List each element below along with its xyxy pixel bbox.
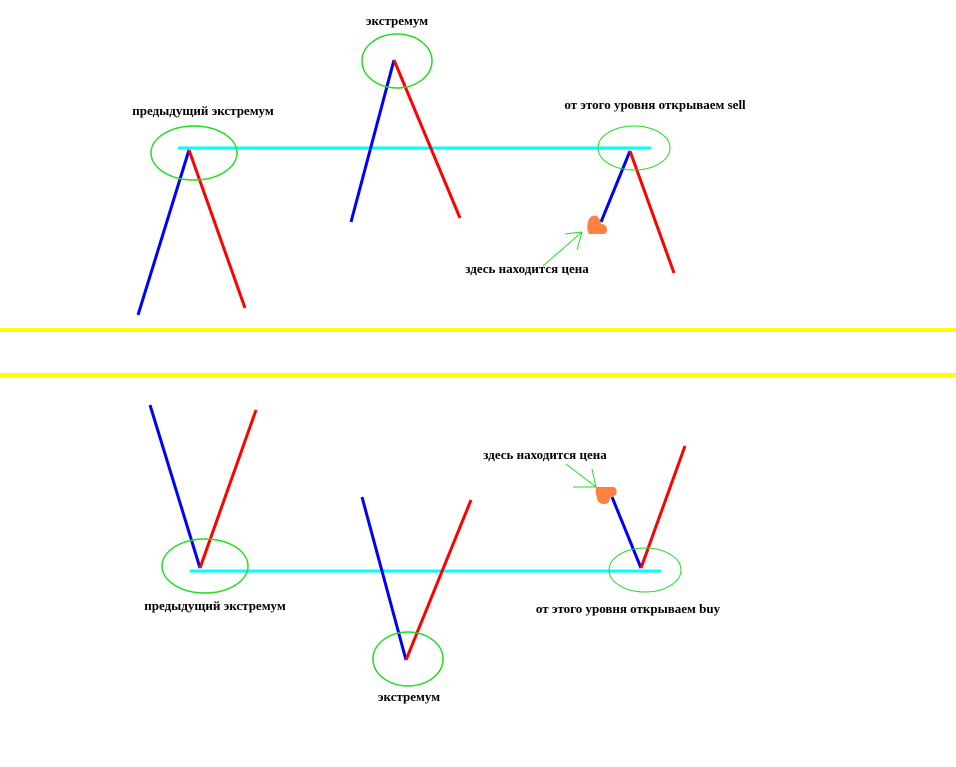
price-label: здесь находится цена <box>465 261 589 276</box>
price-marker <box>587 215 607 234</box>
buy-scenario: экстремум предыдущий экстремум от этого … <box>144 404 721 704</box>
up-leg <box>404 499 473 661</box>
sell-scenario: экстремум предыдущий экстремум от этого … <box>132 13 746 316</box>
prev-extremum-circle <box>161 538 249 594</box>
down-leg <box>360 496 408 661</box>
up-leg <box>136 149 191 316</box>
down-leg <box>628 150 676 274</box>
open-buy-label: от этого уровня открываем buy <box>536 601 721 616</box>
entry-circle <box>597 125 671 171</box>
arrow-icon <box>542 231 583 267</box>
up-leg <box>639 445 687 569</box>
prev-extremum-label: предыдущий экстремум <box>132 103 274 118</box>
prev-extremum-label: предыдущий экстремум <box>144 598 286 613</box>
prev-extremum-circle <box>150 125 238 181</box>
open-sell-label: от этого уровня открываем sell <box>564 97 746 112</box>
extremum-circle <box>372 631 444 687</box>
up-leg <box>349 59 396 223</box>
down-leg <box>187 149 247 309</box>
down-leg <box>392 59 462 219</box>
arrow-icon <box>565 463 597 488</box>
extremum-circle <box>361 33 433 89</box>
extremum-label: экстремум <box>378 689 440 704</box>
up-leg <box>599 150 632 223</box>
entry-circle <box>608 547 682 593</box>
price-label: здесь находится цена <box>483 447 607 462</box>
extremum-label: экстремум <box>366 13 428 28</box>
down-leg <box>610 496 643 569</box>
price-marker <box>595 487 617 504</box>
up-leg <box>198 409 258 569</box>
down-leg <box>148 404 202 569</box>
